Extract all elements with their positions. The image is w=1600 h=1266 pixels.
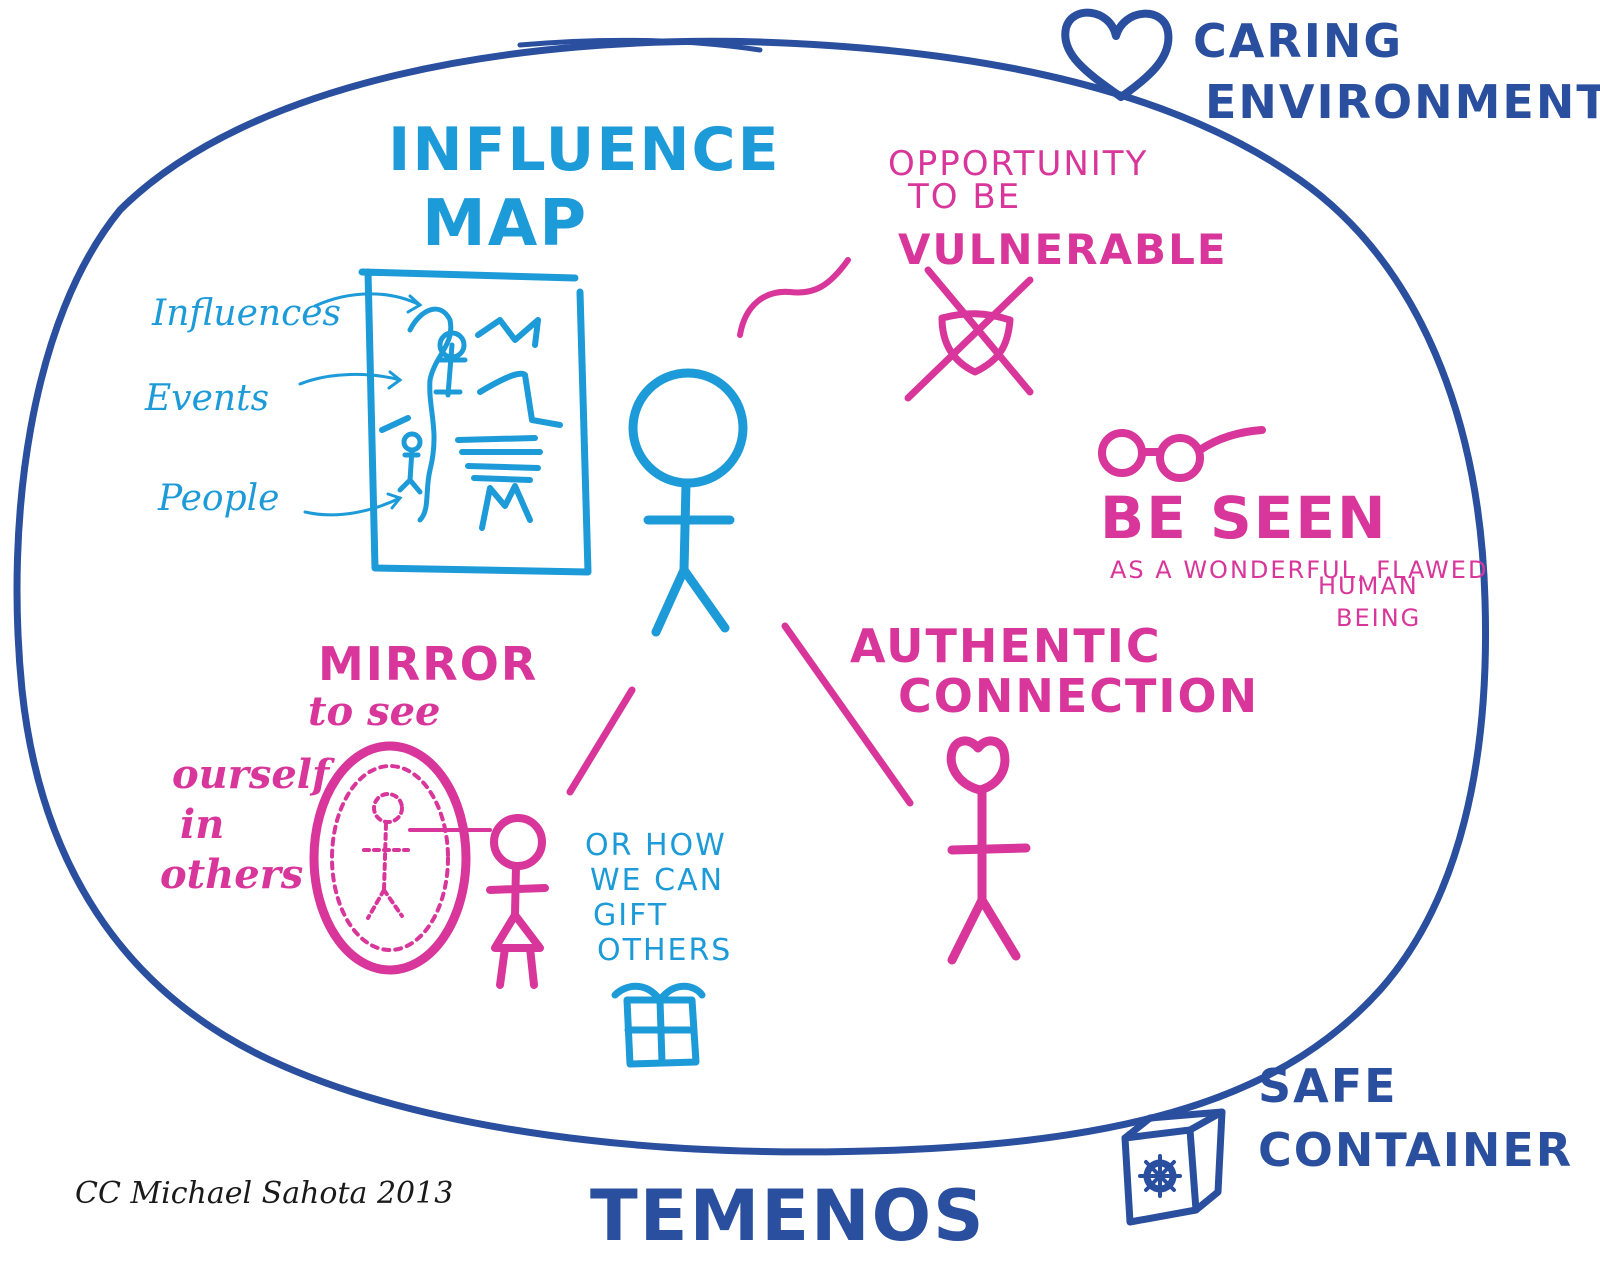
mirror-stick-figure	[486, 814, 549, 989]
vulnerable-line1: OPPORTUNITY	[888, 144, 1148, 184]
safe-icon	[1121, 1108, 1226, 1226]
connection-line2: CONNECTION	[898, 669, 1259, 723]
influence-map-arrows	[298, 292, 423, 517]
mirror-title: MIRROR	[318, 637, 538, 691]
be-seen-line1: AS A WONDERFUL, FLAWED	[1110, 556, 1488, 584]
events-label: Events	[144, 378, 269, 419]
connection-stick-figure	[946, 736, 1031, 965]
gift-line4: OTHERS	[597, 933, 732, 968]
people-label: People	[157, 478, 279, 519]
mirror-line2: to see	[308, 688, 441, 735]
be-seen-line2: HUMAN	[1318, 572, 1419, 600]
caring-environment-line2: ENVIRONMENT	[1205, 75, 1600, 129]
be-seen-line3: BEING	[1336, 604, 1421, 632]
crossed-shield-icon	[904, 266, 1034, 402]
temenos-title: TEMENOS	[590, 1175, 986, 1257]
caring-environment-line1: CARING	[1193, 14, 1403, 68]
mirror-icon	[309, 741, 471, 975]
safe-container-line1: SAFE	[1258, 1059, 1398, 1113]
credit-text: CC Michael Sahota 2013	[75, 1176, 453, 1211]
gift-line2: WE CAN	[590, 863, 724, 898]
connection-line	[781, 622, 914, 807]
be-seen-title: BE SEEN	[1100, 484, 1388, 552]
influence-map-title-line1: INFLUENCE	[388, 115, 781, 185]
mirror-line5: others	[160, 851, 303, 898]
squiggle-line	[737, 257, 851, 338]
mirror-line4: in	[180, 801, 224, 848]
mirror-line3: ourself	[172, 751, 335, 798]
container-circle	[13, 37, 1489, 1156]
influence-map-board	[358, 268, 592, 576]
connection-line1: AUTHENTIC	[850, 619, 1162, 673]
influences-label: Influences	[151, 293, 341, 334]
gift-line1: OR HOW	[585, 828, 727, 863]
vulnerable-line3: VULNERABLE	[898, 225, 1228, 274]
central-stick-figure	[628, 368, 748, 637]
heart-icon	[1061, 8, 1173, 101]
glasses-icon	[1098, 426, 1266, 482]
gift-box-icon	[611, 982, 706, 1068]
mirror-line	[566, 686, 636, 796]
gift-line3: GIFT	[593, 898, 668, 933]
influence-map-title-line2: MAP	[422, 187, 588, 261]
vulnerable-line2: TO BE	[907, 177, 1021, 217]
safe-container-line2: CONTAINER	[1258, 1123, 1573, 1177]
